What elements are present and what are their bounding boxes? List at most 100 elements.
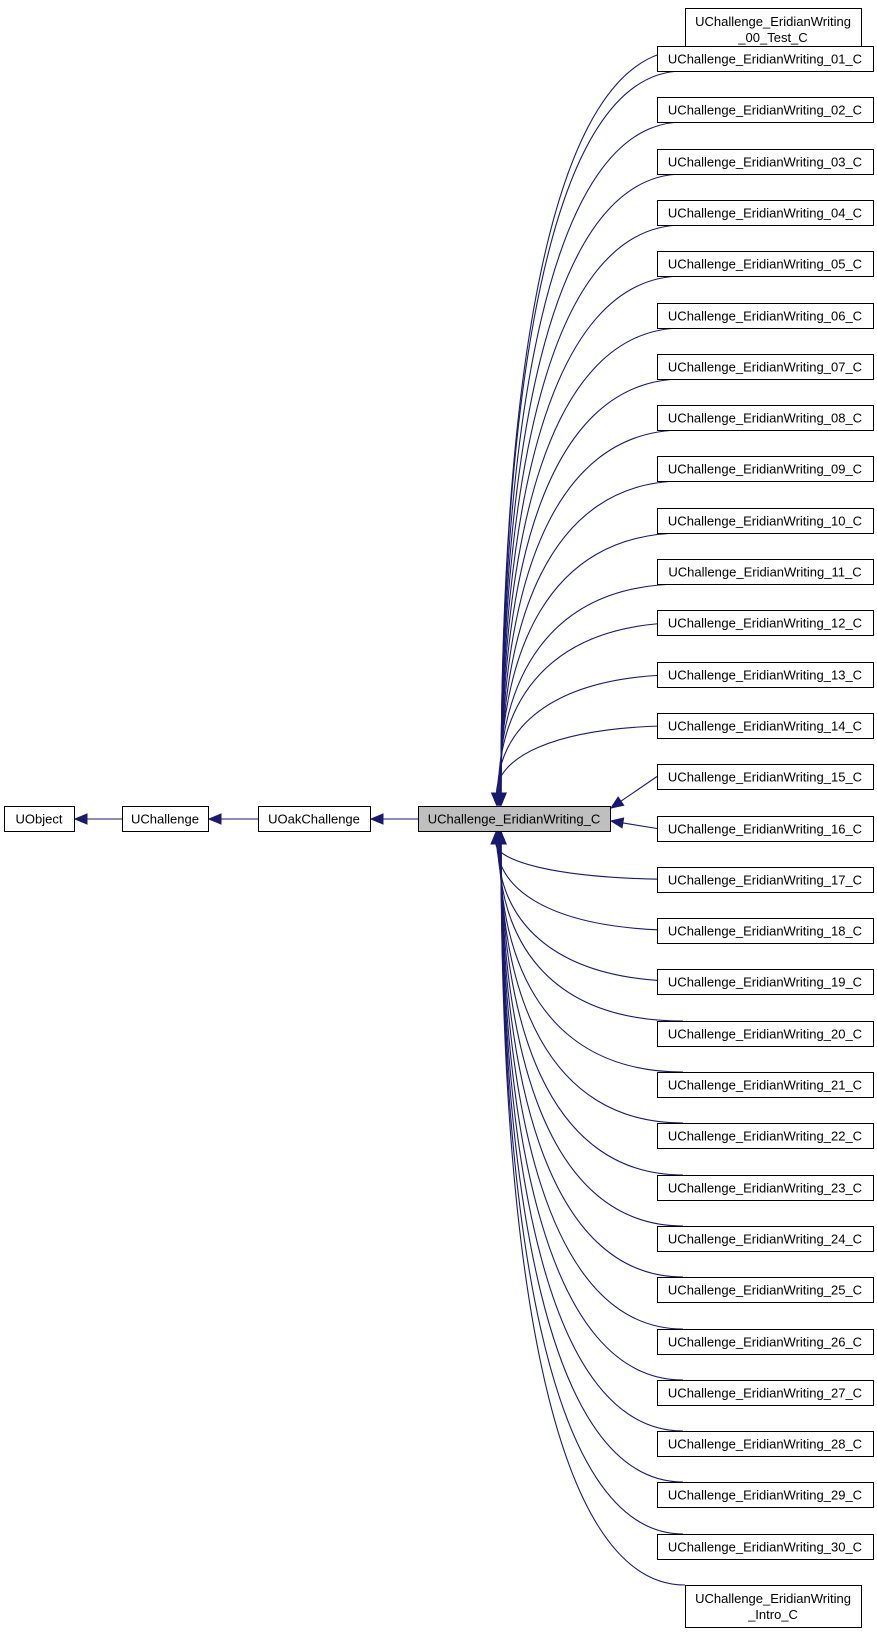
arrow-head-uchallenge	[73, 813, 88, 825]
edge-uchallenge-eridianwriting-21-c	[498, 843, 684, 1073]
edge-uchallenge-eridianwriting-10-c	[499, 532, 684, 794]
child-node-uchallenge-eridianwriting-04-c-box	[657, 200, 874, 226]
child-node-uchallenge-eridianwriting-10-c-box	[657, 508, 874, 534]
edge-uchallenge-eridianwriting-28-c	[500, 843, 684, 1432]
child-node-uchallenge-eridianwriting-00-test-c[interactable]: UChallenge_EridianWriting_00_Test_C	[685, 8, 862, 51]
child-node-uchallenge-eridianwriting-09-c[interactable]: UChallenge_EridianWriting_09_C	[657, 456, 874, 482]
child-node-uchallenge-eridianwriting-20-c-box	[657, 1021, 874, 1047]
child-node-uchallenge-eridianwriting-00-test-c-box	[685, 8, 862, 51]
edge-uchallenge-eridianwriting-29-c	[500, 843, 684, 1483]
child-node-uchallenge-eridianwriting-01-c[interactable]: UChallenge_EridianWriting_01_C	[657, 46, 874, 72]
child-node-uchallenge-eridianwriting-12-c-box	[657, 610, 874, 636]
child-node-uchallenge-eridianwriting-26-c[interactable]: UChallenge_EridianWriting_26_C	[657, 1329, 874, 1355]
node-current[interactable]: UChallenge_EridianWriting_C	[418, 806, 611, 832]
child-node-uchallenge-eridianwriting-23-c[interactable]: UChallenge_EridianWriting_23_C	[657, 1175, 874, 1201]
child-node-uchallenge-eridianwriting-13-c-label: UChallenge_EridianWriting_13_C	[668, 668, 862, 683]
child-node-uchallenge-eridianwriting-16-c[interactable]: UChallenge_EridianWriting_16_C	[657, 816, 874, 842]
child-node-uchallenge-eridianwriting-18-c[interactable]: UChallenge_EridianWriting_18_C	[657, 918, 874, 944]
edge-uchallenge-eridianwriting-02-c	[500, 121, 684, 794]
node-uobject[interactable]: UObject	[4, 806, 75, 832]
edge-uchallenge-eridianwriting-30-c	[500, 843, 684, 1535]
child-node-uchallenge-eridianwriting-12-c[interactable]: UChallenge_EridianWriting_12_C	[657, 610, 874, 636]
child-node-uchallenge-eridianwriting-10-c[interactable]: UChallenge_EridianWriting_10_C	[657, 508, 874, 534]
child-node-uchallenge-eridianwriting-29-c-label: UChallenge_EridianWriting_29_C	[668, 1488, 862, 1503]
child-node-uchallenge-eridianwriting-intro-c-box	[685, 1585, 862, 1628]
child-node-uchallenge-eridianwriting-08-c-box	[657, 405, 874, 431]
edge-uchallenge-eridianwriting-11-c	[498, 583, 684, 794]
child-node-uchallenge-eridianwriting-17-c-box	[657, 867, 874, 893]
child-node-uchallenge-eridianwriting-11-c[interactable]: UChallenge_EridianWriting_11_C	[657, 559, 874, 585]
child-node-uchallenge-eridianwriting-20-c-label: UChallenge_EridianWriting_20_C	[668, 1027, 862, 1042]
child-node-uchallenge-eridianwriting-20-c[interactable]: UChallenge_EridianWriting_20_C	[657, 1021, 874, 1047]
child-node-uchallenge-eridianwriting-23-c-label: UChallenge_EridianWriting_23_C	[668, 1181, 862, 1196]
edge-uchallenge-eridianwriting-12-c	[497, 621, 688, 794]
child-node-uchallenge-eridianwriting-30-c[interactable]: UChallenge_EridianWriting_30_C	[657, 1534, 874, 1560]
edge-uchallenge-eridianwriting-07-c	[500, 378, 684, 794]
child-node-uchallenge-eridianwriting-28-c[interactable]: UChallenge_EridianWriting_28_C	[657, 1431, 874, 1457]
arrow-head-uoakchallenge	[207, 813, 222, 825]
child-node-uchallenge-eridianwriting-01-c-box	[657, 46, 874, 72]
node-current-label: UChallenge_EridianWriting_C	[428, 812, 600, 827]
child-node-uchallenge-eridianwriting-14-c[interactable]: UChallenge_EridianWriting_14_C	[657, 713, 874, 739]
child-node-uchallenge-eridianwriting-14-c-label: UChallenge_EridianWriting_14_C	[668, 719, 862, 734]
child-node-uchallenge-eridianwriting-05-c-label: UChallenge_EridianWriting_05_C	[668, 257, 862, 272]
child-node-uchallenge-eridianwriting-19-c-label: UChallenge_EridianWriting_19_C	[668, 975, 862, 990]
child-node-uchallenge-eridianwriting-09-c-box	[657, 456, 874, 482]
edge-uchallenge-eridianwriting-20-c	[498, 843, 684, 1022]
edge-uchallenge-eridianwriting-27-c	[500, 843, 684, 1381]
edge-uchallenge-eridianwriting-15-c	[620, 776, 658, 802]
edge-uchallenge-eridianwriting-intro-c	[500, 843, 686, 1586]
edge-uchallenge-eridianwriting-08-c	[500, 429, 684, 794]
node-current-box	[418, 806, 611, 832]
child-node-uchallenge-eridianwriting-26-c-box	[657, 1329, 874, 1355]
child-node-uchallenge-eridianwriting-06-c-label: UChallenge_EridianWriting_06_C	[668, 309, 862, 324]
child-node-uchallenge-eridianwriting-27-c-box	[657, 1380, 874, 1406]
child-node-uchallenge-eridianwriting-07-c-box	[657, 354, 874, 380]
child-node-uchallenge-eridianwriting-21-c-box	[657, 1072, 874, 1098]
node-uchallenge[interactable]: UChallenge	[122, 806, 209, 832]
child-node-uchallenge-eridianwriting-22-c[interactable]: UChallenge_EridianWriting_22_C	[657, 1123, 874, 1149]
child-node-uchallenge-eridianwriting-13-c[interactable]: UChallenge_EridianWriting_13_C	[657, 662, 874, 688]
child-node-uchallenge-eridianwriting-15-c[interactable]: UChallenge_EridianWriting_15_C	[657, 764, 874, 790]
child-node-uchallenge-eridianwriting-25-c-box	[657, 1277, 874, 1303]
child-node-uchallenge-eridianwriting-25-c[interactable]: UChallenge_EridianWriting_25_C	[657, 1277, 874, 1303]
child-node-uchallenge-eridianwriting-18-c-box	[657, 918, 874, 944]
child-node-uchallenge-eridianwriting-07-c[interactable]: UChallenge_EridianWriting_07_C	[657, 354, 874, 380]
child-node-uchallenge-eridianwriting-04-c[interactable]: UChallenge_EridianWriting_04_C	[657, 200, 874, 226]
child-node-uchallenge-eridianwriting-19-c[interactable]: UChallenge_EridianWriting_19_C	[657, 969, 874, 995]
edge-uchallenge-eridianwriting-23-c	[500, 843, 684, 1176]
arrow-head-uchallenge-eridianwriting-15-c	[609, 796, 625, 809]
node-uoakchallenge[interactable]: UOakChallenge	[258, 806, 371, 832]
child-node-uchallenge-eridianwriting-29-c-box	[657, 1482, 874, 1508]
node-uchallenge-label: UChallenge	[131, 812, 199, 827]
edges-layer	[73, 49, 688, 1586]
child-node-uchallenge-eridianwriting-03-c[interactable]: UChallenge_EridianWriting_03_C	[657, 149, 874, 175]
child-node-uchallenge-eridianwriting-17-c[interactable]: UChallenge_EridianWriting_17_C	[657, 867, 874, 893]
child-node-uchallenge-eridianwriting-21-c[interactable]: UChallenge_EridianWriting_21_C	[657, 1072, 874, 1098]
child-node-uchallenge-eridianwriting-24-c[interactable]: UChallenge_EridianWriting_24_C	[657, 1226, 874, 1252]
child-node-uchallenge-eridianwriting-02-c-label: UChallenge_EridianWriting_02_C	[668, 103, 862, 118]
child-node-uchallenge-eridianwriting-08-c-label: UChallenge_EridianWriting_08_C	[668, 411, 862, 426]
child-node-uchallenge-eridianwriting-05-c-box	[657, 251, 874, 277]
child-node-uchallenge-eridianwriting-intro-c[interactable]: UChallenge_EridianWriting_Intro_C	[685, 1585, 862, 1628]
child-node-uchallenge-eridianwriting-02-c[interactable]: UChallenge_EridianWriting_02_C	[657, 97, 874, 123]
child-node-uchallenge-eridianwriting-01-c-label: UChallenge_EridianWriting_01_C	[668, 52, 862, 67]
child-node-uchallenge-eridianwriting-28-c-label: UChallenge_EridianWriting_28_C	[668, 1437, 862, 1452]
child-node-uchallenge-eridianwriting-06-c[interactable]: UChallenge_EridianWriting_06_C	[657, 303, 874, 329]
child-node-uchallenge-eridianwriting-15-c-label: UChallenge_EridianWriting_15_C	[668, 770, 862, 785]
child-node-uchallenge-eridianwriting-16-c-label: UChallenge_EridianWriting_16_C	[668, 822, 862, 837]
child-node-uchallenge-eridianwriting-27-c[interactable]: UChallenge_EridianWriting_27_C	[657, 1380, 874, 1406]
child-node-uchallenge-eridianwriting-29-c[interactable]: UChallenge_EridianWriting_29_C	[657, 1482, 874, 1508]
edge-uchallenge-eridianwriting-09-c	[500, 480, 684, 794]
node-uobject-label: UObject	[16, 812, 63, 827]
child-node-uchallenge-eridianwriting-24-c-label: UChallenge_EridianWriting_24_C	[668, 1232, 862, 1247]
child-node-uchallenge-eridianwriting-07-c-label: UChallenge_EridianWriting_07_C	[668, 360, 862, 375]
edge-uchallenge-eridianwriting-26-c	[500, 843, 684, 1330]
child-node-uchallenge-eridianwriting-08-c[interactable]: UChallenge_EridianWriting_08_C	[657, 405, 874, 431]
arrow-head-current	[369, 813, 384, 825]
child-node-uchallenge-eridianwriting-05-c[interactable]: UChallenge_EridianWriting_05_C	[657, 251, 874, 277]
child-node-uchallenge-eridianwriting-03-c-box	[657, 149, 874, 175]
child-node-uchallenge-eridianwriting-17-c-label: UChallenge_EridianWriting_17_C	[668, 873, 862, 888]
